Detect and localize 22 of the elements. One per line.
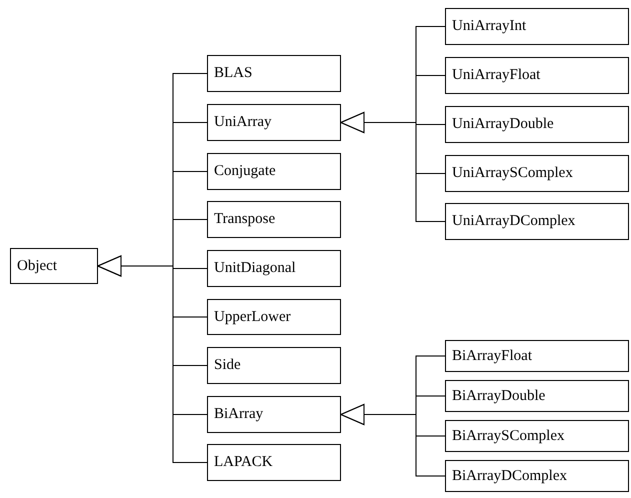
class-box: UniArrayInt: [445, 8, 629, 45]
class-box: UniArrayFloat: [445, 57, 629, 94]
class-box: UniArrayDComplex: [445, 203, 629, 240]
inheritance-arrow: [340, 404, 446, 476]
class-box: BiArrayFloat: [445, 340, 629, 372]
class-box: UpperLower: [207, 299, 341, 335]
class-box: BiArraySComplex: [445, 420, 629, 452]
class-box: BiArrayDouble: [445, 380, 629, 412]
class-box: UnitDiagonal: [207, 250, 341, 287]
class-box: Conjugate: [207, 153, 341, 190]
inheritance-arrow: [98, 256, 208, 463]
class-box: LAPACK: [207, 444, 341, 481]
class-box: UniArrayDouble: [445, 106, 629, 143]
class-box: BLAS: [207, 55, 341, 92]
class-box: BiArray: [207, 396, 341, 433]
class-box: Transpose: [207, 201, 341, 238]
class-box: UniArraySComplex: [445, 155, 629, 192]
class-box: Object: [10, 248, 98, 284]
class-box: Side: [207, 347, 341, 384]
class-box: BiArrayDComplex: [445, 460, 629, 492]
class-box: UniArray: [207, 104, 341, 141]
inheritance-arrow: [340, 112, 446, 222]
